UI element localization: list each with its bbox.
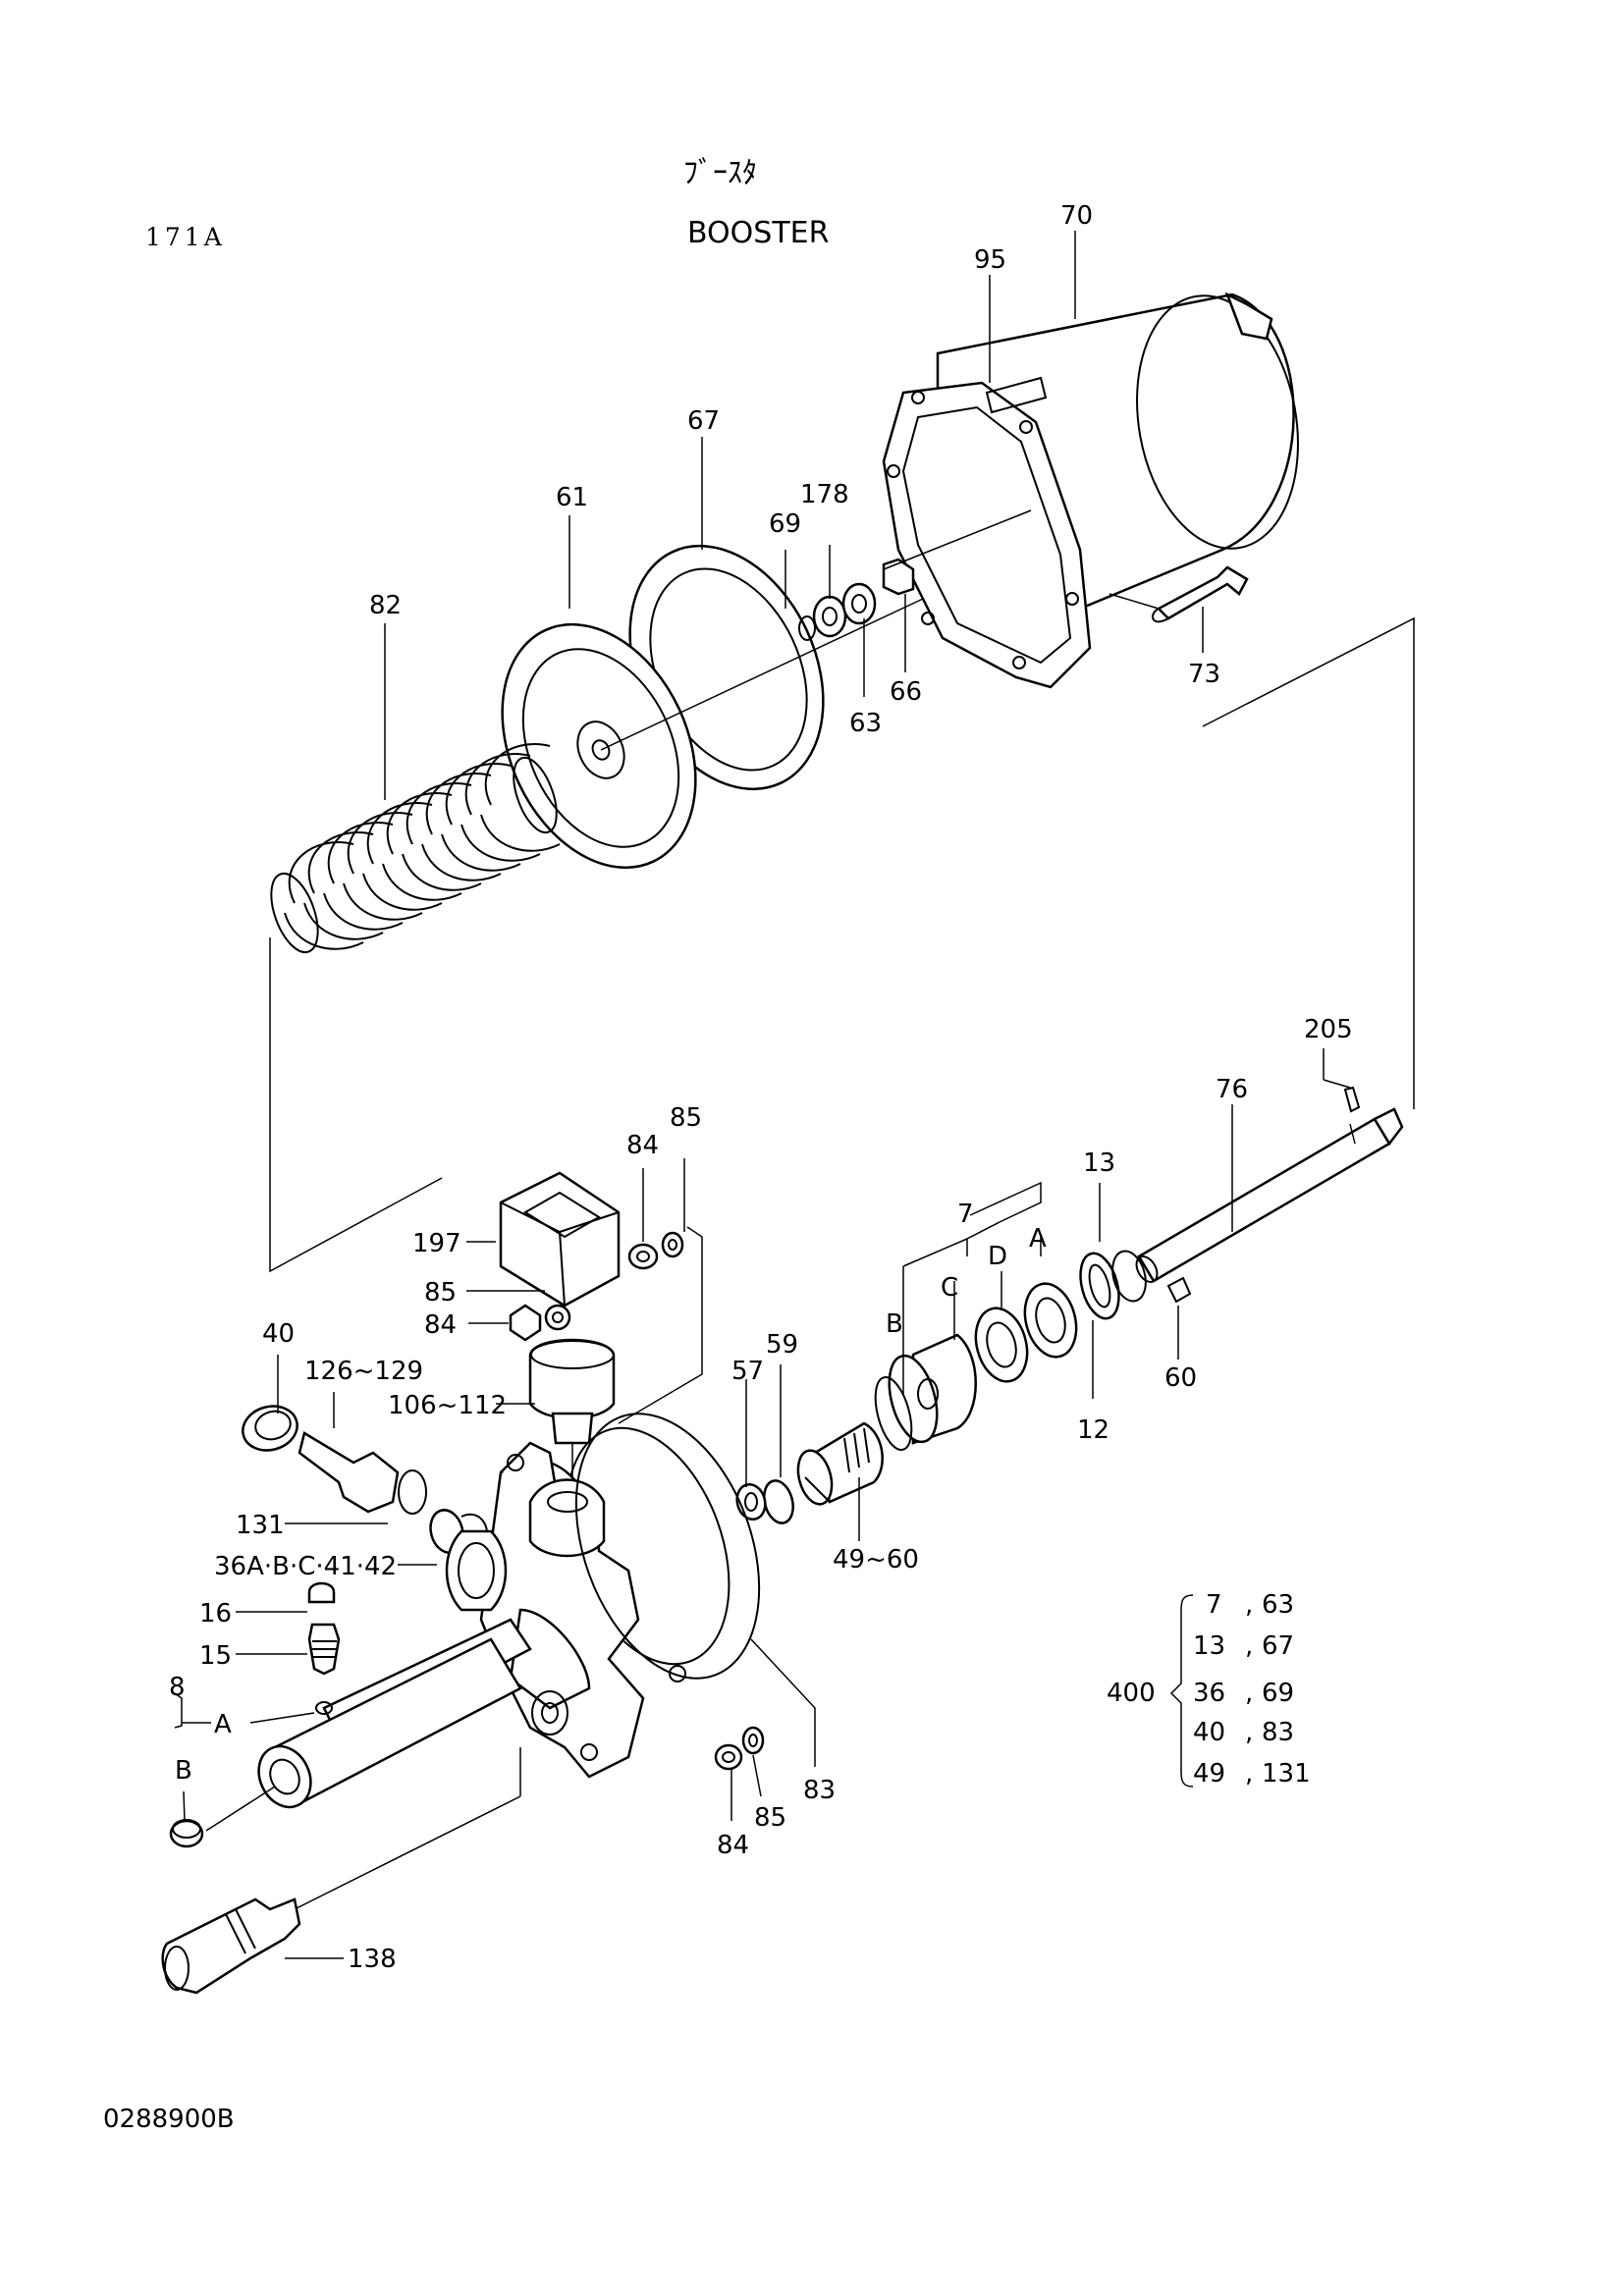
kit-number: 400 [1107, 1679, 1156, 1708]
o-ring-83-drawing [574, 1413, 816, 1767]
valve-piston-drawing [735, 1421, 884, 1524]
callout-67: 67 [687, 406, 720, 436]
figure-code: 171A [145, 223, 226, 251]
kit-row-2-left: 13 [1193, 1631, 1225, 1661]
leader-frame-left [269, 937, 443, 1273]
callout-59: 59 [766, 1330, 798, 1360]
callout-84-mid: 84 [424, 1310, 457, 1340]
bleeder-15-16-drawing [307, 1581, 341, 1676]
callout-36-41-42: 36A·B·C·41·42 [214, 1552, 397, 1581]
callout-66: 66 [890, 677, 922, 707]
kit-row-1-right: 63 [1262, 1590, 1294, 1620]
callout-85-bottom: 85 [754, 1803, 786, 1833]
kit-row-5-right: 131 [1262, 1759, 1311, 1789]
valve-group-7-drawing [874, 1282, 1078, 1451]
kit-row-4-sep: , [1245, 1718, 1253, 1747]
valve-body-drawing [257, 1426, 730, 1925]
piston-61-drawing [501, 598, 924, 870]
kit-row-2-right: 67 [1262, 1631, 1294, 1661]
callout-76: 76 [1216, 1075, 1248, 1104]
kit-row-3-right: 69 [1262, 1679, 1294, 1708]
callout-205: 205 [1304, 1015, 1353, 1044]
booster-housing-drawing [882, 292, 1299, 689]
kit-row-1-left: 7 [1206, 1590, 1222, 1620]
callout-8B: B [175, 1756, 192, 1786]
callout-40: 40 [262, 1319, 295, 1349]
callout-63: 63 [849, 709, 882, 738]
callout-178: 178 [800, 480, 849, 509]
kit-row-4-right: 83 [1262, 1718, 1294, 1747]
kit-row-3-left: 36 [1193, 1679, 1225, 1708]
callout-60: 60 [1164, 1363, 1197, 1393]
kit-row-5-sep: , [1245, 1759, 1253, 1789]
callout-85-mid: 85 [424, 1278, 457, 1308]
callout-8A: A [214, 1710, 232, 1739]
callout-84-top: 84 [626, 1131, 659, 1160]
callout-12: 12 [1077, 1415, 1109, 1445]
kit-row-2-sep: , [1245, 1631, 1253, 1661]
spring-82-drawing [270, 743, 561, 954]
adapter-138-drawing [161, 1897, 301, 1995]
callout-7: 7 [957, 1200, 974, 1229]
callout-49-60: 49~60 [833, 1545, 919, 1575]
callout-57: 57 [731, 1357, 764, 1386]
callout-8: 8 [169, 1673, 186, 1702]
callout-D: D [988, 1242, 1007, 1271]
nuts-84-85-bottom-drawing [714, 1726, 765, 1771]
kit-brace [1169, 1594, 1194, 1788]
callout-73: 73 [1188, 660, 1220, 689]
bolt-73-drawing [1109, 565, 1249, 623]
kit-row-3-sep: , [1245, 1679, 1253, 1708]
boss-197-drawing [499, 1171, 621, 1308]
callout-85-top: 85 [670, 1103, 702, 1133]
callout-16: 16 [199, 1599, 232, 1629]
callout-84-bottom: 84 [717, 1831, 749, 1860]
callout-13: 13 [1083, 1148, 1115, 1178]
leader-lines [174, 231, 1351, 1959]
callout-labels: 70 95 67 61 178 69 82 73 66 63 205 76 85… [169, 201, 1353, 1974]
leader-frame-right [1202, 616, 1415, 1109]
snap-ring-13-drawing [1079, 1250, 1147, 1320]
callout-131: 131 [236, 1511, 285, 1540]
plug-126-drawing [242, 1405, 488, 1554]
callout-15: 15 [199, 1641, 232, 1671]
kit-400-list: 400 7 , 63 13 , 67 36 , 69 40 , 83 49 , … [1107, 1590, 1311, 1789]
kit-row-1-sep: , [1245, 1590, 1253, 1620]
kit-row-5-left: 49 [1193, 1759, 1225, 1789]
kit-row-4-left: 40 [1193, 1718, 1225, 1747]
nuts-84-85-drawing [509, 1226, 703, 1424]
callout-69: 69 [769, 509, 801, 539]
callout-197: 197 [412, 1229, 461, 1258]
drawing-number: 0288900B [103, 2105, 235, 2134]
title-jp: ﾌﾞｰｽﾀ [683, 156, 757, 190]
callout-70: 70 [1060, 201, 1093, 231]
callout-B: B [886, 1309, 903, 1339]
callout-95: 95 [974, 245, 1006, 275]
callout-106-112: 106~112 [388, 1391, 507, 1420]
callout-126-129: 126~129 [304, 1357, 423, 1386]
callout-C: C [941, 1273, 958, 1303]
callout-138: 138 [348, 1945, 397, 1974]
callout-A: A [1029, 1224, 1047, 1254]
callout-82: 82 [369, 591, 402, 620]
callout-61: 61 [556, 483, 588, 512]
cap-106-drawing [528, 1338, 616, 1482]
plug-8B-drawing [169, 1819, 204, 1848]
callout-83: 83 [803, 1776, 836, 1805]
rod-76-drawing [1135, 1086, 1404, 1304]
title-en: BOOSTER [687, 216, 829, 250]
